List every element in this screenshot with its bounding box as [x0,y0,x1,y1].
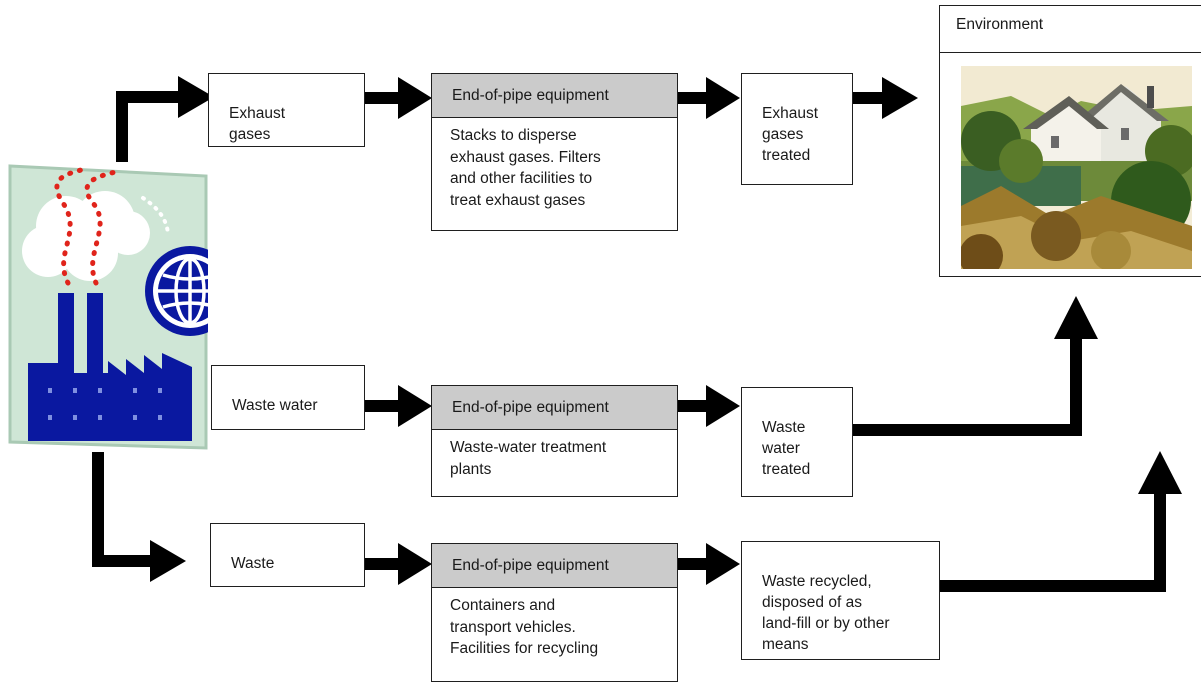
arrowhead [882,77,918,119]
water-eop-header: End-of-pipe equipment [432,386,677,430]
exhaust-gases-label: Exhaust gases [229,105,286,143]
waste-recycled-box: Waste recycled, disposed of as land-fill… [741,541,940,660]
landscape-picture [961,66,1192,269]
water-treated-label: Waste water treated [762,419,811,478]
waste-eop-description: Containers and transport vehicles. Facil… [450,597,599,657]
arrowhead [398,385,432,427]
exhaust-eop-box: End-of-pipe equipment Stacks to disperse… [431,73,678,231]
arrow-factory-to-exhaust [116,91,180,162]
arrowhead [398,77,432,119]
arrowhead [706,385,740,427]
waste-eop-box: End-of-pipe equipment Containers and tra… [431,543,678,682]
exhaust-treated-box: Exhaust gases treated [741,73,853,185]
arrowhead [150,540,186,582]
environment-title: Environment [940,6,1201,53]
arrowhead [398,543,432,585]
exhaust-treated-label: Exhaust gases treated [762,105,819,164]
arrow-factory-to-waste [92,452,152,567]
waste-label: Waste [231,555,275,572]
arrowhead [178,76,214,118]
arrowhead [1054,296,1098,339]
water-eop-description: Waste-water treatment plants [450,439,607,478]
arrow-waste-recycled-to-env [940,490,1166,592]
waste-eop-header: End-of-pipe equipment [432,544,677,588]
environment-box: Environment [939,5,1201,277]
arrowhead [1138,451,1182,494]
exhaust-gases-box: Exhaust gases [208,73,365,147]
arrowhead [706,77,740,119]
exhaust-eop-description: Stacks to disperse exhaust gases. Filter… [450,127,601,209]
water-eop-box: End-of-pipe equipment Waste-water treatm… [431,385,678,497]
water-treated-box: Waste water treated [741,387,853,497]
arrowhead [706,543,740,585]
waste-water-box: Waste water [211,365,365,430]
waste-box: Waste [210,523,365,587]
arrow-water-treated-to-env [852,335,1082,436]
factory-icon [8,164,208,450]
exhaust-eop-header: End-of-pipe equipment [432,74,677,118]
waste-recycled-label: Waste recycled, disposed of as land-fill… [762,573,890,653]
waste-water-label: Waste water [232,397,318,414]
